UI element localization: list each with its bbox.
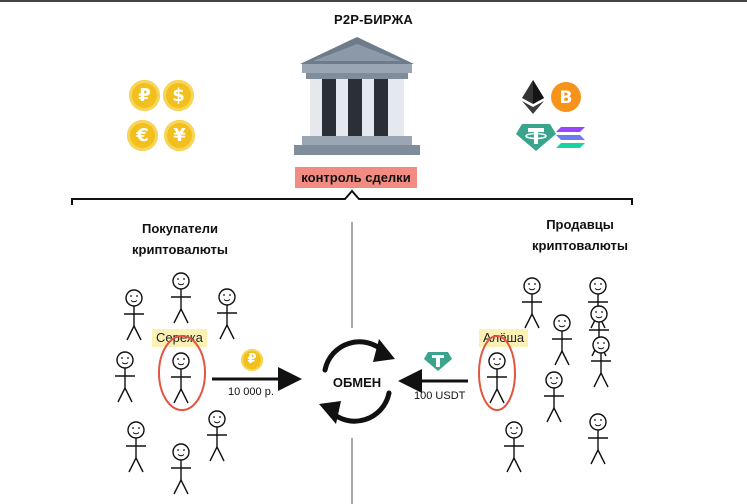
seller-amount: 100 USDT	[414, 390, 466, 402]
bitcoin-icon: B	[551, 82, 581, 112]
buyer-figure	[206, 410, 228, 462]
ruble-payment-icon: ₽	[241, 349, 263, 371]
buyers-title: Покупатели криптовалюты	[110, 218, 250, 260]
seller-figure-alesha	[486, 352, 508, 404]
seller-figure	[503, 421, 525, 473]
seller-highlight	[478, 335, 516, 411]
ruble-coin-icon: ₽	[129, 80, 160, 111]
tether-payment-icon	[424, 352, 452, 371]
sellers-title-line1: Продавцы	[546, 217, 614, 232]
solana-icon	[556, 127, 585, 148]
dollar-coin-icon: $	[163, 80, 194, 111]
diagram-title: P2P-БИРЖА	[333, 12, 414, 27]
seller-figure	[521, 277, 543, 329]
seller-figure	[543, 371, 565, 423]
svg-text:B: B	[560, 88, 573, 108]
buyers-title-line2: криптовалюты	[132, 242, 228, 257]
sellers-title: Продавцы криптовалюты	[510, 214, 650, 256]
buyer-figure	[123, 289, 145, 341]
buyers-title-line1: Покупатели	[142, 221, 218, 236]
bank-icon	[294, 37, 420, 155]
buyer-figure	[216, 288, 238, 340]
bracket	[71, 189, 633, 205]
buyer-figure	[114, 351, 136, 403]
deal-control-label: контроль сделки	[295, 167, 417, 188]
ethereum-icon	[522, 80, 544, 114]
buyer-figure	[125, 421, 147, 473]
buyer-name-tag: Сережа	[152, 329, 207, 347]
buyer-highlight	[158, 335, 206, 411]
buyer-amount: 10 000 р.	[228, 386, 274, 398]
buyer-figure-sereja	[170, 352, 192, 404]
yen-coin-icon: ¥	[164, 120, 195, 151]
exchange-label: ОБМЕН	[333, 375, 381, 390]
euro-coin-icon: €	[127, 120, 158, 151]
buyer-figure	[170, 443, 192, 495]
seller-figure	[551, 314, 573, 366]
seller-figure	[587, 413, 609, 465]
sellers-title-line2: криптовалюты	[532, 238, 628, 253]
tether-icon	[516, 124, 556, 151]
exchange-cycle-icon	[319, 339, 395, 424]
top-border	[0, 0, 747, 2]
seller-figure	[590, 336, 612, 388]
buyer-figure	[170, 272, 192, 324]
